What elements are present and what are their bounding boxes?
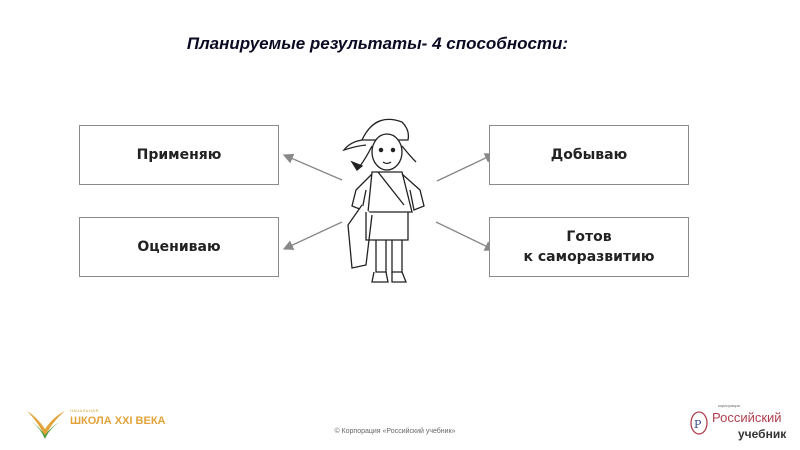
- arrow-top-left: [282, 153, 343, 181]
- school-21-century-logo-icon: [27, 411, 65, 439]
- russian-textbook-logo-icon: Р: [690, 411, 708, 435]
- copyright: © Корпорация «Российский учебник»: [334, 428, 456, 435]
- svg-text:Р: Р: [694, 418, 702, 431]
- russian-textbook-logo-line2: учебник: [738, 427, 787, 441]
- russian-textbook-logo-line1: Российский: [712, 410, 782, 425]
- box-apply-label: Применяю: [136, 147, 222, 163]
- box-apply: Применяю: [79, 125, 279, 185]
- arrow-bottom-right: [435, 221, 496, 251]
- box-obtain-label: Добываю: [550, 147, 628, 163]
- russian-textbook-small-text: корпорация: [718, 403, 740, 408]
- arrow-bottom-left: [282, 221, 343, 250]
- box-evaluate: Оцениваю: [79, 217, 279, 277]
- box-self-development-line1: Готов: [566, 229, 612, 245]
- box-self-development-line2: к саморазвитию: [523, 249, 655, 265]
- box-evaluate-label: Оцениваю: [137, 239, 221, 255]
- arrow-top-right: [436, 153, 496, 182]
- box-obtain: Добываю: [489, 125, 689, 185]
- box-self-development: Готов к саморазвитию: [489, 217, 689, 277]
- school-logo-small-text: НАЧАЛЬНАЯ: [70, 408, 99, 413]
- school-logo-text: ШКОЛА XXI ВЕКА: [70, 415, 166, 427]
- child-illustration: [342, 118, 425, 283]
- slide-title: Планируемые результаты- 4 способности:: [186, 34, 569, 53]
